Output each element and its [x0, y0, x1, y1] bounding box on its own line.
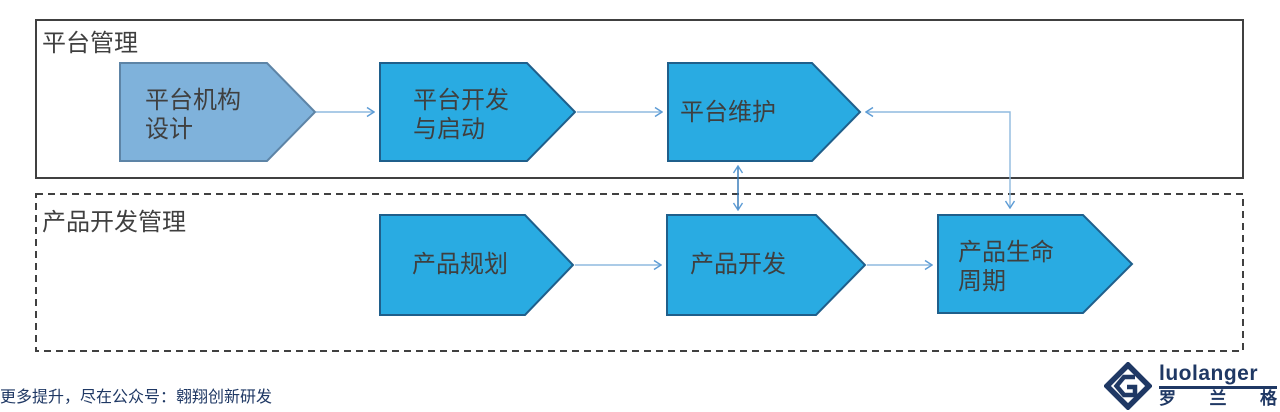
shape-product-development: 产品开发	[666, 214, 867, 316]
logo: luolanger 罗 兰 格	[1104, 362, 1277, 410]
shape-product-planning-label: 产品规划	[412, 251, 508, 278]
shape-product-lifecycle-label-line1: 产品生命	[958, 239, 1054, 266]
shape-platform-dev-launch-pentagon	[379, 62, 577, 162]
shape-platform-maintenance: 平台维护	[667, 62, 862, 162]
lane-title-product-dev-management: 产品开发管理	[42, 209, 186, 236]
lane-platform-management: 平台管理	[35, 19, 1244, 179]
lane-platform-management-border	[35, 19, 1244, 179]
shape-platform-dev-launch-label-line2: 与启动	[413, 116, 485, 143]
logo-text: luolanger 罗 兰 格	[1159, 363, 1277, 409]
arrow-maintenance-lifecycle-elbow	[866, 112, 1010, 208]
shape-platform-dev-launch: 平台开发 与启动	[379, 62, 577, 162]
shape-platform-org-design-label-line2: 设计	[145, 116, 193, 143]
shape-product-lifecycle: 产品生命 周期	[937, 214, 1134, 314]
shape-platform-org-design-label-line1: 平台机构	[145, 87, 241, 114]
lane-product-dev-management: 产品开发管理	[35, 193, 1244, 352]
shape-product-planning: 产品规划	[379, 214, 575, 316]
shape-product-lifecycle-label-line2: 周期	[958, 268, 1006, 295]
shape-platform-maintenance-label: 平台维护	[680, 99, 776, 126]
shape-platform-org-design-pentagon	[119, 62, 317, 162]
logo-chinese-name: 罗 兰 格	[1159, 389, 1277, 409]
shape-product-development-pentagon	[666, 214, 867, 316]
shape-product-planning-pentagon	[379, 214, 575, 316]
shape-platform-org-design: 平台机构 设计	[119, 62, 317, 162]
shape-platform-dev-launch-label-line1: 平台开发	[413, 87, 509, 114]
lane-title-platform-management: 平台管理	[42, 30, 138, 57]
shape-product-lifecycle-pentagon	[937, 214, 1134, 314]
footer-promo-text: 更多提升，尽在公众号：翱翔创新研发	[0, 389, 273, 406]
logo-diamond-icon	[1104, 362, 1152, 410]
logo-cn-char: 兰	[1209, 389, 1227, 409]
logo-cn-char: 罗	[1159, 389, 1176, 409]
logo-cn-char: 格	[1260, 389, 1277, 409]
lane-product-dev-management-border	[35, 193, 1244, 352]
logo-latin-name: luolanger	[1159, 363, 1277, 390]
shape-product-development-label: 产品开发	[690, 251, 786, 278]
shape-platform-maintenance-pentagon	[667, 62, 862, 162]
